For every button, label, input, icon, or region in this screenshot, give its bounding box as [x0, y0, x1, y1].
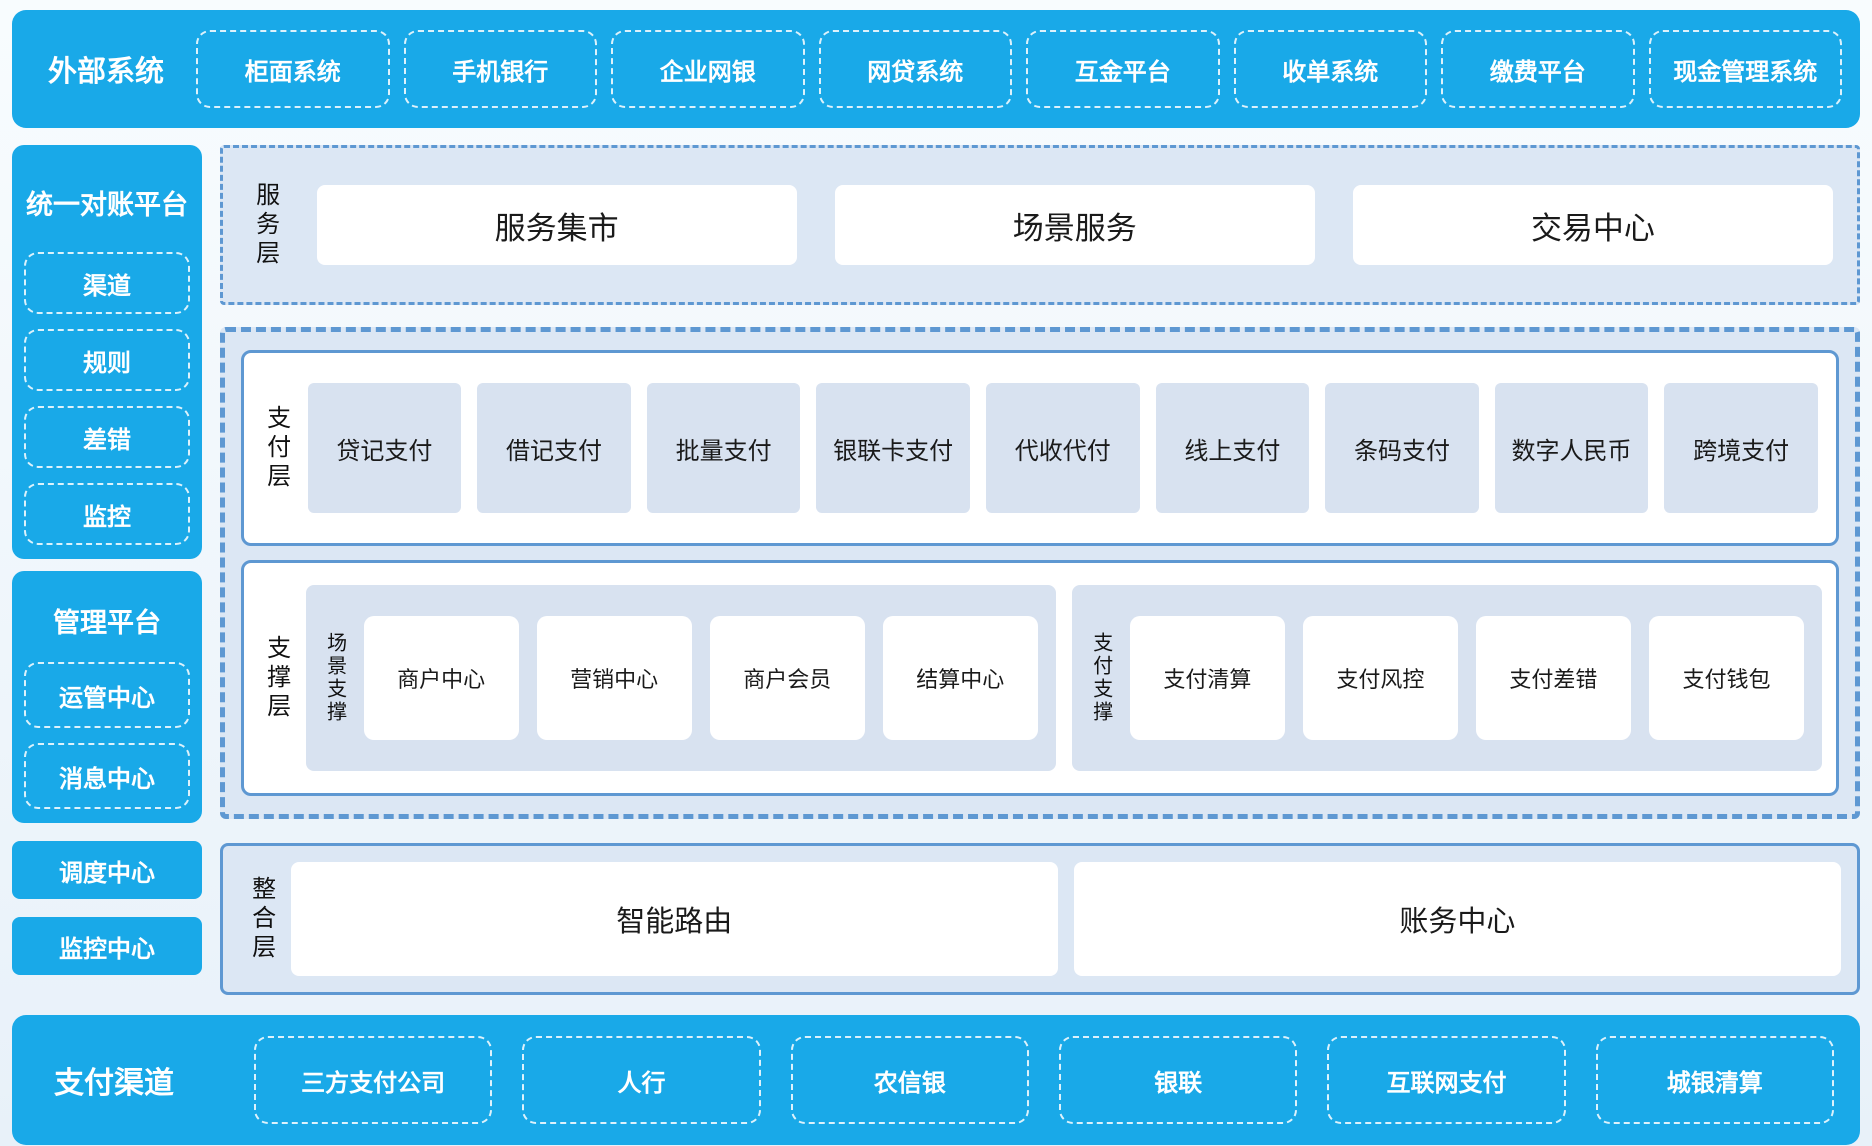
service-item: 服务集市 [316, 185, 797, 265]
scene-support-item: 商户中心 [363, 616, 519, 740]
support-layer-label: 支撑层 [262, 634, 290, 722]
recon-platform-panel: 统一对账平台 渠道规则差错监控 [12, 145, 202, 559]
scene-support-list: 商户中心营销中心商户会员结算中心 [363, 616, 1038, 740]
external-system-item: 手机银行 [403, 30, 597, 108]
integration-item: 智能路由 [290, 862, 1058, 976]
scene-support-item: 营销中心 [536, 616, 692, 740]
payment-channel-item: 城银清算 [1595, 1036, 1834, 1124]
mgmt-platform-list: 运管中心消息中心 [24, 662, 190, 809]
payment-item: 银联卡支付 [816, 383, 970, 513]
payment-channel-item: 人行 [522, 1036, 761, 1124]
main-content: 服务层 服务集市场景服务交易中心 支付层 贷记支付借记支付批量支付银联卡支付代收… [220, 145, 1860, 995]
payment-item: 贷记支付 [307, 383, 462, 513]
payment-support-list: 支付清算支付风控支付差错支付钱包 [1129, 616, 1804, 740]
recon-item: 渠道 [24, 252, 190, 314]
mgmt-platform-title: 管理平台 [53, 608, 161, 638]
payment-item: 代收代付 [985, 383, 1140, 513]
service-item: 场景服务 [834, 185, 1315, 265]
external-system-item: 企业网银 [611, 30, 805, 108]
payment-support-container: 支付层 贷记支付借记支付批量支付银联卡支付代收代付线上支付条码支付数字人民币跨境… [220, 327, 1860, 819]
recon-platform-title: 统一对账平台 [26, 190, 188, 220]
middle-region: 统一对账平台 渠道规则差错监控 管理平台 运管中心消息中心 调度中心 监控中心 … [12, 145, 1860, 995]
recon-item: 差错 [24, 406, 190, 468]
scene-support-item: 商户会员 [709, 616, 865, 740]
payment-channel-item: 农信银 [790, 1036, 1029, 1124]
mgmt-item: 消息中心 [24, 743, 190, 809]
recon-item: 规则 [24, 329, 190, 391]
payment-channels-list: 三方支付公司人行农信银银联互联网支付城银清算 [254, 1036, 1834, 1124]
scene-support-panel: 场景支撑 商户中心营销中心商户会员结算中心 [305, 585, 1056, 771]
payment-channel-item: 三方支付公司 [254, 1036, 493, 1124]
external-system-item: 网贷系统 [818, 30, 1012, 108]
payment-layer-label: 支付层 [262, 404, 290, 492]
external-systems-title: 外部系统 [47, 56, 164, 88]
external-system-item: 收单系统 [1233, 30, 1427, 108]
external-system-item: 现金管理系统 [1648, 30, 1842, 108]
integration-layer-list: 智能路由账务中心 [290, 862, 1841, 976]
external-system-item: 缴费平台 [1441, 30, 1635, 108]
integration-layer-section: 整合层 智能路由账务中心 [220, 843, 1860, 995]
external-systems-list: 柜面系统手机银行企业网银网贷系统互金平台收单系统缴费平台现金管理系统 [196, 10, 1842, 128]
recon-platform-list: 渠道规则差错监控 [24, 252, 190, 545]
external-system-item: 柜面系统 [196, 30, 390, 108]
payment-item: 批量支付 [646, 383, 801, 513]
payment-channel-item: 互联网支付 [1327, 1036, 1566, 1124]
service-layer-section: 服务层 服务集市场景服务交易中心 [220, 145, 1860, 305]
payment-layer-list: 贷记支付借记支付批量支付银联卡支付代收代付线上支付条码支付数字人民币跨境支付 [307, 383, 1818, 513]
payment-support-panel: 支付支撑 支付清算支付风控支付差错支付钱包 [1071, 585, 1822, 771]
payment-item: 数字人民币 [1494, 383, 1649, 513]
service-layer-label: 服务层 [251, 181, 279, 269]
service-item: 交易中心 [1352, 185, 1834, 265]
payment-channels-bar: 支付渠道 三方支付公司人行农信银银联互联网支付城银清算 [12, 1015, 1860, 1145]
mgmt-platform-panel: 管理平台 运管中心消息中心 [12, 571, 202, 823]
integration-item: 账务中心 [1073, 862, 1841, 976]
dispatch-center-box: 调度中心 [12, 841, 202, 899]
integration-layer-label: 整合层 [247, 875, 275, 963]
service-layer-list: 服务集市场景服务交易中心 [316, 185, 1834, 265]
payment-support-item: 支付清算 [1129, 616, 1285, 740]
payment-channel-item: 银联 [1058, 1036, 1298, 1124]
payment-support-item: 支付差错 [1475, 616, 1631, 740]
scene-support-label: 场景支撑 [323, 632, 346, 724]
left-column: 统一对账平台 渠道规则差错监控 管理平台 运管中心消息中心 调度中心 监控中心 [12, 145, 202, 995]
monitor-center-box: 监控中心 [12, 917, 202, 975]
payment-channels-title: 支付渠道 [54, 1067, 174, 1100]
payment-item: 条码支付 [1325, 383, 1479, 513]
payment-item: 跨境支付 [1664, 383, 1818, 513]
external-systems-bar: 外部系统 柜面系统手机银行企业网银网贷系统互金平台收单系统缴费平台现金管理系统 [12, 10, 1860, 128]
mgmt-item: 运管中心 [24, 662, 190, 728]
payment-item: 借记支付 [477, 383, 631, 513]
payment-support-item: 支付钱包 [1648, 616, 1804, 740]
external-system-item: 互金平台 [1026, 30, 1220, 108]
payment-layer-section: 支付层 贷记支付借记支付批量支付银联卡支付代收代付线上支付条码支付数字人民币跨境… [241, 350, 1839, 546]
recon-item: 监控 [24, 483, 190, 545]
payment-item: 线上支付 [1155, 383, 1310, 513]
scene-support-item: 结算中心 [882, 616, 1038, 740]
payment-support-label: 支付支撑 [1089, 632, 1112, 724]
payment-support-item: 支付风控 [1302, 616, 1458, 740]
support-layer-section: 支撑层 场景支撑 商户中心营销中心商户会员结算中心 支付支撑 支付清算支付风控支… [241, 560, 1839, 796]
